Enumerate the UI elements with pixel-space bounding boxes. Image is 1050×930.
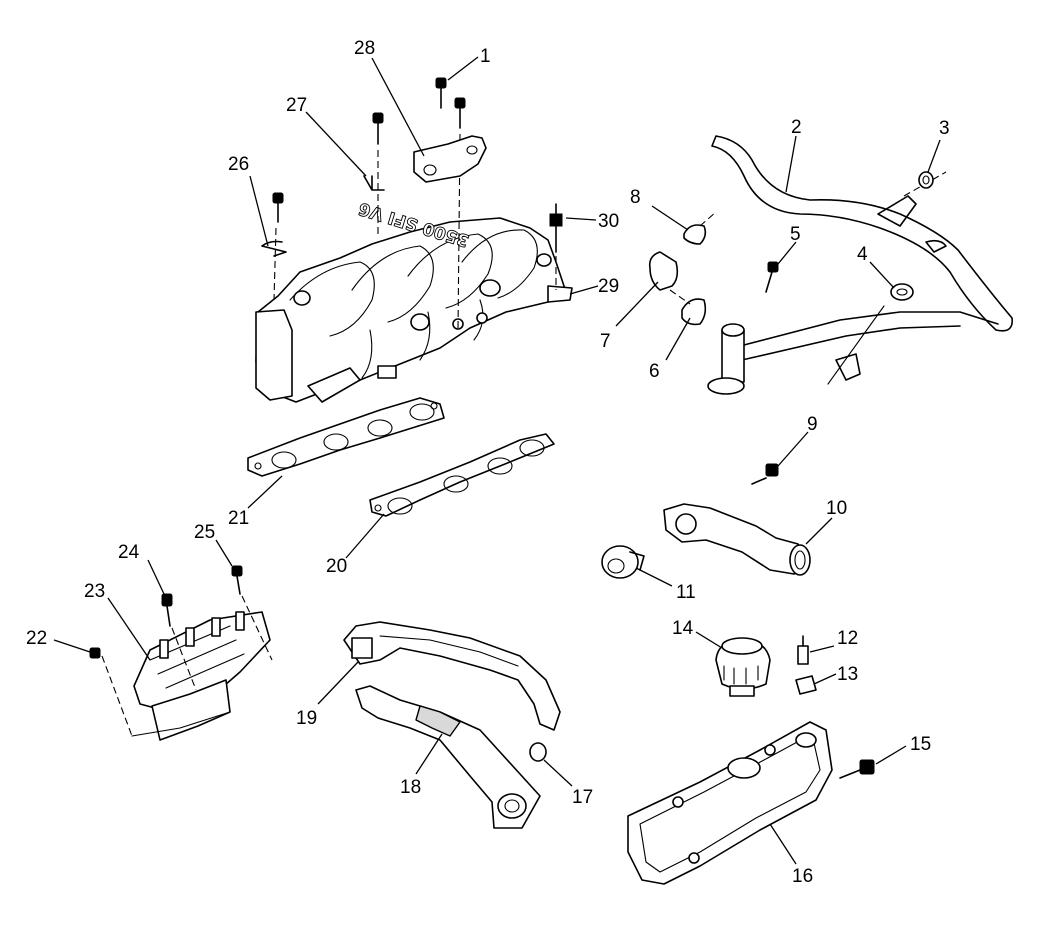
egr-pipe-18 xyxy=(355,685,541,829)
callout-11: 11 xyxy=(676,582,696,603)
callout-6: 6 xyxy=(649,361,660,382)
bolts-1 xyxy=(435,77,466,331)
plug-17 xyxy=(529,742,547,762)
dashline-24 xyxy=(171,627,197,691)
callout-15: 15 xyxy=(910,734,931,755)
callout-27: 27 xyxy=(286,95,307,116)
callout-1: 1 xyxy=(480,46,491,67)
grommet-4 xyxy=(890,283,914,301)
callout-7: 7 xyxy=(600,331,611,352)
callout-12: 12 xyxy=(837,628,858,649)
oil-cap-14 xyxy=(715,637,771,697)
callout-29: 29 xyxy=(598,276,619,297)
dashline-25 xyxy=(241,595,273,661)
crossover-pipe-19 xyxy=(343,621,561,731)
clamp-6 xyxy=(681,298,707,326)
bolt-25 xyxy=(231,565,243,595)
clamp-8 xyxy=(683,211,717,245)
stud-30 xyxy=(549,203,563,290)
callout-9: 9 xyxy=(807,414,818,435)
callout-21: 21 xyxy=(228,508,249,529)
grommet-13 xyxy=(795,675,817,695)
callout-19: 19 xyxy=(296,708,317,729)
gasket-21 xyxy=(247,397,445,477)
exhaust-manifold-23 xyxy=(133,611,271,741)
coolant-pipe xyxy=(707,323,745,395)
callout-5: 5 xyxy=(790,224,801,245)
callout-18: 18 xyxy=(400,777,421,798)
callout-10: 10 xyxy=(826,498,847,519)
callout-20: 20 xyxy=(326,556,347,577)
bolt-15 xyxy=(839,759,875,779)
dashline-22 xyxy=(101,655,133,737)
bolt-22 xyxy=(89,647,101,659)
callout-22: 22 xyxy=(26,628,47,649)
gasket-20 xyxy=(369,433,555,517)
pipe-2 xyxy=(711,135,1013,332)
water-outlet-10 xyxy=(663,503,811,576)
thermostat-11 xyxy=(601,545,645,579)
callout-2: 2 xyxy=(791,117,802,138)
callout-4: 4 xyxy=(857,244,868,265)
hose-7 xyxy=(648,251,691,305)
bracket-28 xyxy=(413,135,487,183)
fitting-12 xyxy=(797,635,809,665)
bolt-26-assembly xyxy=(261,192,287,301)
callout-26: 26 xyxy=(228,154,249,175)
callout-30: 30 xyxy=(598,211,619,232)
exhaust-dashed-frame xyxy=(131,711,231,737)
callout-28: 28 xyxy=(354,38,375,59)
fitting-3 xyxy=(918,171,934,189)
upper-intake-manifold xyxy=(255,217,573,403)
callout-17: 17 xyxy=(572,787,593,808)
pipe-lower xyxy=(739,305,999,385)
callout-23: 23 xyxy=(84,581,105,602)
valve-cover-16 xyxy=(627,721,833,885)
stud-24 xyxy=(161,593,173,627)
callout-14: 14 xyxy=(672,618,694,639)
callout-8: 8 xyxy=(630,187,641,208)
callout-3: 3 xyxy=(939,118,950,139)
bracket-27 xyxy=(363,112,385,238)
bolt-9 xyxy=(751,463,779,485)
callout-24: 24 xyxy=(118,542,140,563)
callout-16: 16 xyxy=(792,866,813,887)
leader-lines xyxy=(53,56,941,865)
callout-25: 25 xyxy=(194,522,215,543)
callout-13: 13 xyxy=(837,664,858,685)
bolt-5 xyxy=(765,261,779,293)
